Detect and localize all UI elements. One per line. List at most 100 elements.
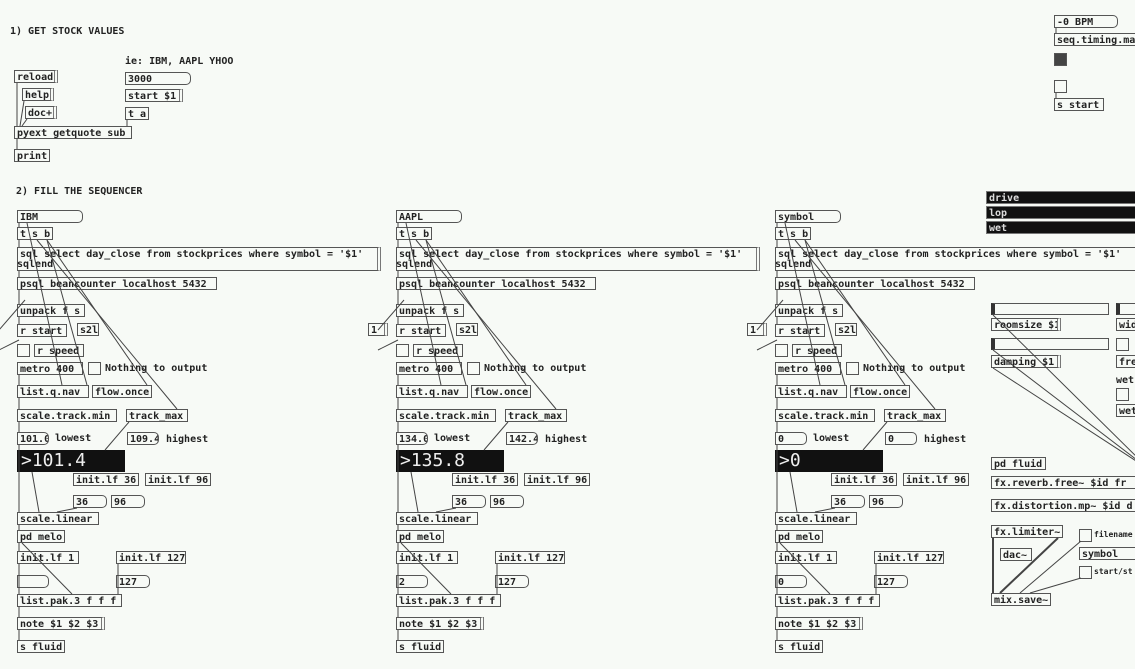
- col2-unpack[interactable]: unpack f s: [396, 304, 464, 317]
- col3-psql[interactable]: psql beancounter localhost 5432: [775, 277, 975, 290]
- filename-toggle[interactable]: [1079, 529, 1092, 542]
- col1-s2l[interactable]: s2l: [77, 323, 99, 336]
- col3-n96[interactable]: 96: [869, 495, 903, 508]
- col1-pak[interactable]: list.pak.3 f f f: [17, 594, 122, 607]
- play-toggle[interactable]: [396, 344, 409, 357]
- t-a-object[interactable]: t a: [125, 107, 149, 120]
- reload-message[interactable]: reload: [14, 70, 58, 83]
- limiter-object[interactable]: fx.limiter~: [991, 525, 1063, 538]
- col3-init36[interactable]: init.lf 36: [831, 473, 897, 486]
- wet-toggle[interactable]: [1116, 388, 1129, 401]
- width-slider[interactable]: [1116, 303, 1135, 315]
- col1-scale[interactable]: scale.linear: [17, 512, 99, 525]
- col3-init127[interactable]: init.lf 127: [874, 551, 944, 564]
- one-message[interactable]: 1: [368, 323, 388, 336]
- start-stop-toggle[interactable]: [1079, 566, 1092, 579]
- col2-n96[interactable]: 96: [490, 495, 524, 508]
- help-message[interactable]: help: [22, 88, 54, 101]
- col3-symbol[interactable]: symbol: [775, 210, 841, 223]
- col3-low[interactable]: 0: [775, 432, 807, 445]
- col1-stmin[interactable]: scale.track.min: [17, 409, 117, 422]
- bang-button[interactable]: [1054, 53, 1067, 66]
- wet-message[interactable]: wet: [1116, 404, 1135, 417]
- seq-timing-object[interactable]: seq.timing.ma: [1054, 33, 1135, 46]
- reverb-object[interactable]: fx.reverb.free~ $id fr: [991, 476, 1135, 489]
- col1-n96[interactable]: 96: [111, 495, 145, 508]
- col2-big[interactable]: >135.8: [396, 450, 504, 472]
- s-start-object[interactable]: s start: [1054, 98, 1104, 111]
- col2-init36[interactable]: init.lf 36: [452, 473, 518, 486]
- sql-query-message[interactable]: sql select day_close from stockprices wh…: [775, 247, 1135, 271]
- col1-flow[interactable]: flow.once: [92, 385, 152, 398]
- col1-melo[interactable]: pd melo: [17, 530, 65, 543]
- symbol-input[interactable]: 3000: [125, 72, 191, 85]
- col3-stmin[interactable]: scale.track.min: [775, 409, 875, 422]
- col2-n127[interactable]: 127: [495, 575, 529, 588]
- col2-listq[interactable]: list.q.nav: [396, 385, 468, 398]
- col1-rspeed[interactable]: r speed: [34, 344, 84, 357]
- col2-tsb[interactable]: t s b: [396, 227, 432, 240]
- freeze-message[interactable]: fre: [1116, 355, 1135, 368]
- col3-init96[interactable]: init.lf 96: [903, 473, 969, 486]
- col1-psql[interactable]: psql beancounter localhost 5432: [17, 277, 217, 290]
- col2-low[interactable]: 134.0: [396, 432, 428, 445]
- col3-pak[interactable]: list.pak.3 f f f: [775, 594, 880, 607]
- one-message[interactable]: 1: [747, 323, 767, 336]
- col2-init127[interactable]: init.lf 127: [495, 551, 565, 564]
- col1-n36[interactable]: 36: [73, 495, 107, 508]
- start-message[interactable]: start $1: [125, 89, 183, 102]
- nothing-toggle[interactable]: [846, 362, 859, 375]
- col3-high[interactable]: 0: [885, 432, 917, 445]
- col3-big[interactable]: >0: [775, 450, 883, 472]
- col2-melo[interactable]: pd melo: [396, 530, 444, 543]
- col3-listq[interactable]: list.q.nav: [775, 385, 847, 398]
- fx-select-wet[interactable]: wet: [986, 221, 1135, 234]
- symbol-box[interactable]: symbol: [1079, 547, 1135, 560]
- col2-fluid[interactable]: s fluid: [396, 640, 444, 653]
- col2-flow[interactable]: flow.once: [471, 385, 531, 398]
- col3-tsb[interactable]: t s b: [775, 227, 811, 240]
- play-toggle[interactable]: [17, 344, 30, 357]
- col2-psql[interactable]: psql beancounter localhost 5432: [396, 277, 596, 290]
- col1-symbol[interactable]: IBM: [17, 210, 83, 223]
- col1-tmax[interactable]: track_max: [126, 409, 188, 422]
- col1-high[interactable]: 109.4: [127, 432, 159, 445]
- col3-n1[interactable]: 0: [775, 575, 807, 588]
- dac-object[interactable]: dac~: [1000, 548, 1032, 561]
- col3-note[interactable]: note $1 $2 $3: [775, 617, 863, 630]
- play-toggle[interactable]: [775, 344, 788, 357]
- col1-n1[interactable]: [17, 575, 49, 588]
- col2-scale[interactable]: scale.linear: [396, 512, 478, 525]
- mix-save-object[interactable]: mix.save~: [991, 593, 1051, 606]
- col1-fluid[interactable]: s fluid: [17, 640, 65, 653]
- col3-metro[interactable]: metro 400: [775, 362, 841, 375]
- pyext-object[interactable]: pyext getquote sub: [14, 126, 132, 139]
- col3-flow[interactable]: flow.once: [850, 385, 910, 398]
- col1-init127[interactable]: init.lf 127: [116, 551, 186, 564]
- col3-n127[interactable]: 127: [874, 575, 908, 588]
- col3-init1[interactable]: init.lf 1: [775, 551, 837, 564]
- col2-n1[interactable]: 2: [396, 575, 428, 588]
- col1-low[interactable]: 101.0: [17, 432, 49, 445]
- col1-rstart[interactable]: r start: [17, 324, 67, 337]
- col1-metro[interactable]: metro 400: [17, 362, 83, 375]
- col1-tsb[interactable]: t s b: [17, 227, 53, 240]
- col3-rstart[interactable]: r start: [775, 324, 825, 337]
- bpm-number[interactable]: -0 BPM: [1054, 15, 1118, 28]
- damping-message[interactable]: damping $1: [991, 355, 1061, 368]
- col2-s2l[interactable]: s2l: [456, 323, 478, 336]
- col1-init1[interactable]: init.lf 1: [17, 551, 79, 564]
- damping-slider[interactable]: [991, 338, 1109, 350]
- col2-symbol[interactable]: AAPL: [396, 210, 462, 223]
- fx-select-lop[interactable]: lop: [986, 206, 1135, 219]
- col2-rspeed[interactable]: r speed: [413, 344, 463, 357]
- distortion-object[interactable]: fx.distortion.mp~ $id d: [991, 499, 1135, 512]
- col2-metro[interactable]: metro 400: [396, 362, 462, 375]
- width-message[interactable]: wid: [1116, 318, 1135, 331]
- col2-high[interactable]: 142.4: [506, 432, 538, 445]
- col2-pak[interactable]: list.pak.3 f f f: [396, 594, 501, 607]
- freeze-toggle[interactable]: [1116, 338, 1129, 351]
- col3-unpack[interactable]: unpack f s: [775, 304, 843, 317]
- col2-init1[interactable]: init.lf 1: [396, 551, 458, 564]
- col1-unpack[interactable]: unpack f s: [17, 304, 85, 317]
